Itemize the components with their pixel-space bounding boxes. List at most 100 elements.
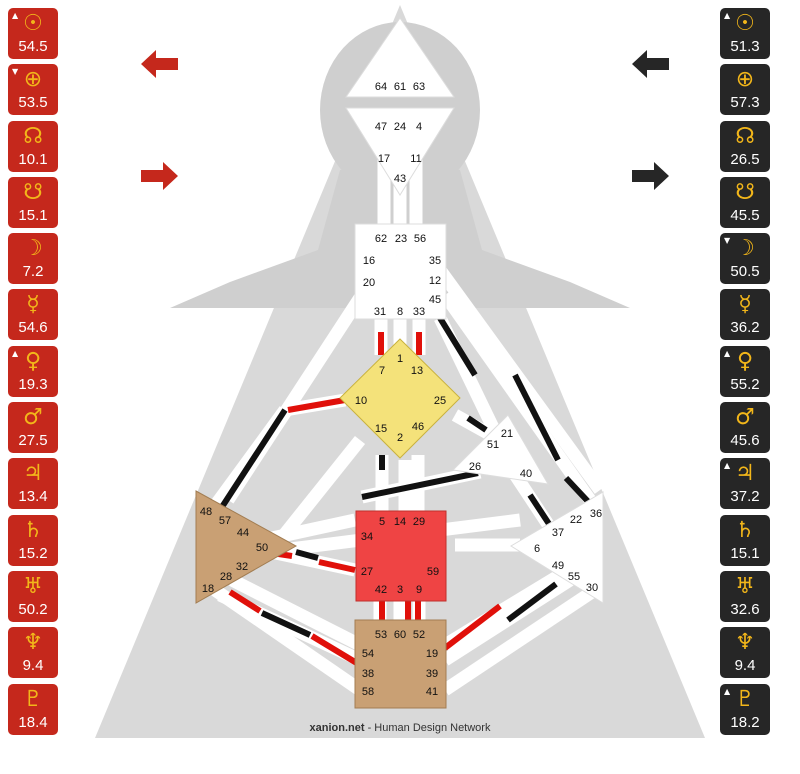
right-sun-tile: ▲ ☉ 51.3 bbox=[720, 8, 770, 59]
gate-35: 35 bbox=[429, 255, 441, 267]
gate-line-value: 36.2 bbox=[730, 319, 760, 337]
north-node-icon: ☊ bbox=[23, 123, 43, 149]
sun-icon: ☉ bbox=[735, 11, 755, 36]
gate-line-value: 45.5 bbox=[730, 206, 760, 224]
sun-icon: ☉ bbox=[23, 11, 43, 36]
gate-16: 16 bbox=[363, 255, 375, 267]
gate-1: 1 bbox=[397, 353, 403, 365]
left-mercury-tile: ☿54.6 bbox=[8, 289, 58, 341]
uranus-icon: ♅ bbox=[23, 573, 43, 599]
gate-line-value: 45.6 bbox=[730, 432, 760, 450]
gate-11: 11 bbox=[410, 153, 421, 165]
gate-line-value: 54.6 bbox=[18, 319, 48, 337]
moon-icon: ☽ bbox=[23, 236, 43, 262]
uranus-icon: ♅ bbox=[735, 573, 755, 599]
gate-line-value: 26.5 bbox=[730, 150, 760, 168]
design-column: ▲☉54.5▼⊕53.5☊10.1☋15.1☽7.2☿54.6▲♀19.3♂27… bbox=[8, 8, 58, 740]
arrow-right-icon bbox=[632, 162, 669, 190]
right-saturn-tile: ♄15.1 bbox=[720, 514, 770, 566]
jupiter-icon: ♃ bbox=[735, 461, 755, 487]
spleen-center bbox=[195, 490, 298, 604]
gate-line-value: 53.5 bbox=[18, 94, 48, 112]
gate-17: 17 bbox=[378, 153, 390, 165]
pluto-icon: ♇ bbox=[23, 686, 43, 712]
gate-line-value: 19.3 bbox=[18, 375, 48, 393]
gate-line-value: 37.2 bbox=[730, 488, 760, 506]
detriment-triangle-icon: ▼ bbox=[12, 67, 19, 77]
moon-icon: ☽ bbox=[735, 236, 755, 262]
gate-48: 48 bbox=[200, 506, 212, 518]
gate-64: 64 bbox=[375, 81, 387, 93]
gate-42: 42 bbox=[375, 584, 387, 596]
earth-icon: ⊕ bbox=[23, 67, 43, 93]
gate-3: 3 bbox=[397, 584, 403, 596]
gate-54: 54 bbox=[362, 648, 374, 660]
left-uranus-tile: ♅50.2 bbox=[8, 570, 58, 622]
gate-27: 27 bbox=[361, 566, 373, 578]
gate-9: 9 bbox=[416, 584, 422, 596]
gate-8: 8 bbox=[397, 306, 403, 318]
gate-line-value: 15.2 bbox=[18, 544, 48, 562]
gate-59: 59 bbox=[427, 566, 439, 578]
credit-site: xanion.net bbox=[310, 722, 365, 734]
gate-20: 20 bbox=[363, 277, 375, 289]
gate-43: 43 bbox=[394, 173, 406, 185]
gate-15: 15 bbox=[375, 423, 387, 435]
design-arrows bbox=[141, 50, 178, 190]
gate-61: 61 bbox=[394, 81, 406, 93]
left-jupiter-tile: ♃13.4 bbox=[8, 458, 58, 510]
gate-line-value: 51.3 bbox=[730, 38, 760, 55]
gate-line-value: 15.1 bbox=[730, 544, 760, 562]
gate-46: 46 bbox=[412, 421, 424, 433]
south-node-icon: ☋ bbox=[23, 179, 43, 205]
ajna-center bbox=[345, 107, 455, 196]
gate-7: 7 bbox=[379, 365, 385, 377]
gate-23: 23 bbox=[395, 233, 407, 245]
arrow-left-icon bbox=[632, 50, 669, 78]
g-center bbox=[339, 338, 461, 459]
gate-51: 51 bbox=[487, 439, 499, 451]
gate-12: 12 bbox=[429, 275, 441, 287]
right-north-node-tile: ☊26.5 bbox=[720, 120, 770, 172]
gate-line-value: 9.4 bbox=[734, 657, 756, 675]
exalted-triangle-icon: ▲ bbox=[724, 11, 731, 20]
left-saturn-tile: ♄15.2 bbox=[8, 514, 58, 566]
left-pluto-tile: ♇18.4 bbox=[8, 683, 58, 735]
saturn-icon: ♄ bbox=[23, 517, 43, 543]
activations-red bbox=[228, 332, 502, 668]
gate-line-value: 50.2 bbox=[18, 600, 48, 618]
gate-38: 38 bbox=[362, 668, 374, 680]
root-center bbox=[354, 619, 447, 709]
gate-line-value: 32.6 bbox=[730, 600, 760, 618]
gate-32: 32 bbox=[236, 561, 248, 573]
gate-26: 26 bbox=[469, 461, 481, 473]
mercury-icon: ☿ bbox=[738, 292, 752, 318]
throat-center bbox=[354, 223, 447, 320]
gate-10: 10 bbox=[355, 395, 367, 407]
neptune-icon: ♆ bbox=[735, 630, 755, 656]
left-sun-tile: ▲☉54.5 bbox=[8, 8, 58, 59]
gate-29: 29 bbox=[413, 516, 425, 528]
left-north-node-tile: ☊10.1 bbox=[8, 120, 58, 172]
gate-25: 25 bbox=[434, 395, 446, 407]
gate-50: 50 bbox=[256, 542, 268, 554]
left-south-node-tile: ☋15.1 bbox=[8, 176, 58, 228]
gate-line-value: 55.2 bbox=[730, 375, 760, 393]
arrow-left-icon bbox=[141, 50, 178, 78]
left-earth-tile: ▼ ⊕53.5 bbox=[8, 64, 58, 116]
mars-icon: ♂ bbox=[23, 405, 43, 431]
gate-41: 41 bbox=[426, 686, 438, 698]
gate-5: 5 bbox=[379, 516, 385, 528]
gate-47: 47 bbox=[375, 121, 387, 133]
gate-63: 63 bbox=[413, 81, 425, 93]
gate-labels: 64 61 63 47 24 4 17 11 43 62 23 56 16 35… bbox=[200, 81, 602, 698]
gate-34: 34 bbox=[361, 531, 373, 543]
detriment-triangle-icon: ▼ bbox=[724, 236, 731, 246]
gate-14: 14 bbox=[394, 516, 406, 528]
gate-21: 21 bbox=[501, 428, 513, 440]
gate-4: 4 bbox=[416, 121, 422, 133]
right-pluto-tile: ▲♇18.2 bbox=[720, 683, 770, 735]
gate-44: 44 bbox=[237, 527, 249, 539]
right-mercury-tile: ☿36.2 bbox=[720, 289, 770, 341]
